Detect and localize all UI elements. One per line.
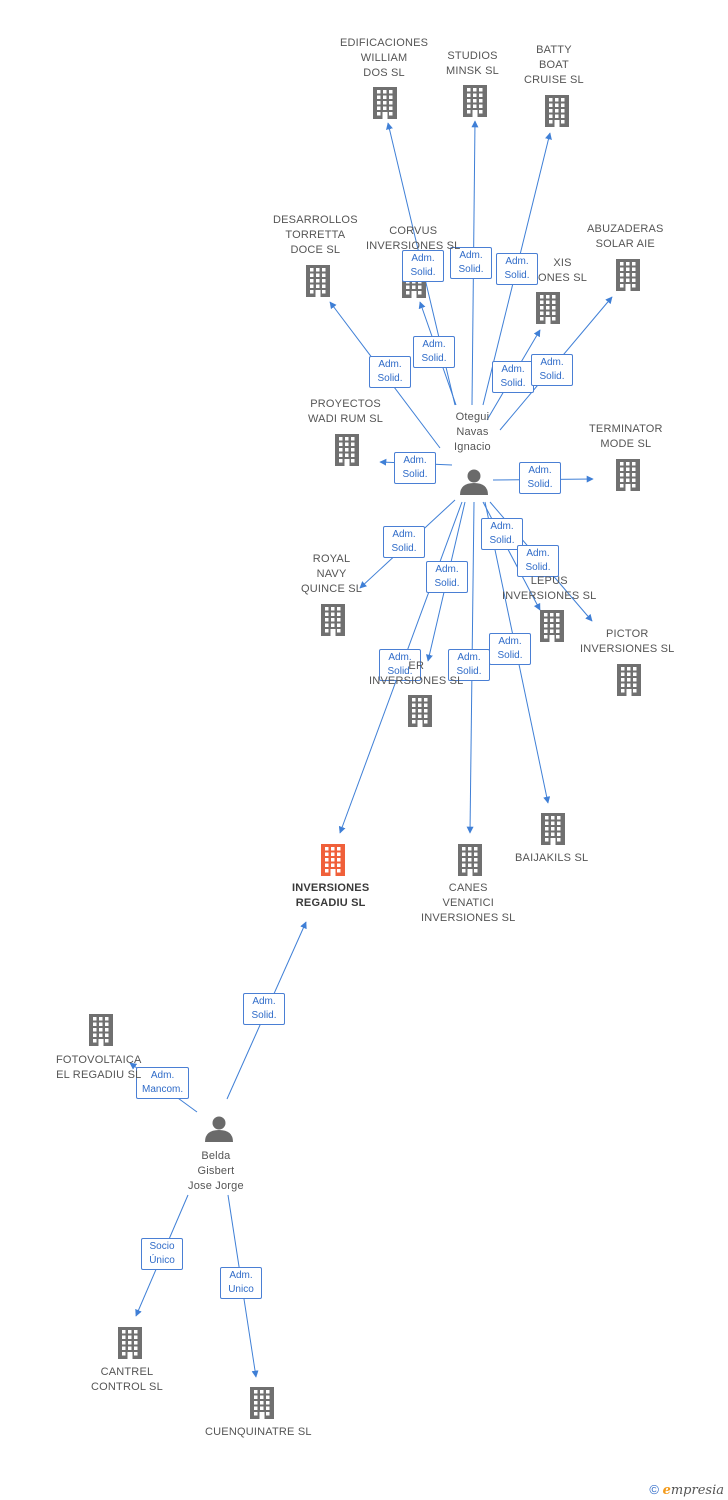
relation-label-terminator[interactable]: Adm. Solid. xyxy=(519,462,561,494)
relation-label-cuenquinatre[interactable]: Adm. Unico xyxy=(220,1267,262,1299)
person-label-otegui[interactable]: Otegui Navas Ignacio xyxy=(454,411,491,453)
relation-label-proyectos[interactable]: Adm. Solid. xyxy=(394,452,436,484)
company-label-terminator[interactable]: TERMINATOR MODE SL xyxy=(589,423,663,450)
relation-label-edificaciones[interactable]: Adm. Solid. xyxy=(402,250,444,282)
relation-label-inversiones_regadiu[interactable]: Adm. Solid. xyxy=(243,993,285,1025)
building-icon-lepus[interactable] xyxy=(540,610,564,642)
building-icon-desarrollos[interactable] xyxy=(306,265,330,297)
building-icon-royal[interactable] xyxy=(321,604,345,636)
company-label-batty[interactable]: BATTY BOAT CRUISE SL xyxy=(524,44,584,86)
icons-layer xyxy=(89,85,641,1419)
building-icon-proyectos[interactable] xyxy=(335,434,359,466)
relation-label-lepus[interactable]: Adm. Solid. xyxy=(481,518,523,550)
building-icon-fotovoltaica[interactable] xyxy=(89,1014,113,1046)
company-label-fotovoltaica[interactable]: FOTOVOLTAICA EL REGADIU SL xyxy=(56,1054,142,1081)
company-label-baijakils[interactable]: BAIJAKILS SL xyxy=(515,852,589,864)
person-icon-otegui[interactable] xyxy=(460,469,488,496)
brand-logo-e: e xyxy=(662,1483,671,1498)
company-label-pictor[interactable]: PICTOR INVERSIONES SL xyxy=(580,628,675,655)
building-icon-studios[interactable] xyxy=(463,85,487,117)
company-label-cantrel[interactable]: CANTREL CONTROL SL xyxy=(91,1366,163,1393)
company-label-axis[interactable]: XIS ONES SL xyxy=(538,257,588,284)
building-icon-abuzaderas[interactable] xyxy=(616,259,640,291)
building-icon-cuenquinatre[interactable] xyxy=(250,1387,274,1419)
company-label-canes[interactable]: CANES VENATICI INVERSIONES SL xyxy=(421,882,516,924)
company-label-abuzaderas[interactable]: ABUZADERAS SOLAR AIE xyxy=(587,223,664,250)
relation-label-canes[interactable]: Adm. Solid. xyxy=(448,649,490,681)
copyright-symbol: © xyxy=(649,1482,659,1497)
company-label-hidden[interactable]: ER INVERSIONES SL xyxy=(369,660,464,687)
company-label-proyectos[interactable]: PROYECTOS WADI RUM SL xyxy=(308,398,384,425)
relation-label-axis[interactable]: Adm. Solid. xyxy=(492,361,534,393)
company-label-edificaciones[interactable]: EDIFICACIONES WILLIAM DOS SL xyxy=(340,37,429,79)
relation-label-fotovoltaica[interactable]: Adm. Mancom. xyxy=(136,1067,190,1099)
person-icon-belda[interactable] xyxy=(205,1116,233,1143)
relation-label-pictor[interactable]: Adm. Solid. xyxy=(517,545,559,577)
building-icon-cantrel[interactable] xyxy=(118,1327,142,1359)
building-icon-axis[interactable] xyxy=(536,292,560,324)
company-label-corvus[interactable]: CORVUS INVERSIONES SL xyxy=(366,225,461,252)
relation-label-inversiones_regadiu[interactable]: Adm. Solid. xyxy=(379,649,421,681)
building-icon-pictor[interactable] xyxy=(617,664,641,696)
building-icon-baijakils[interactable] xyxy=(541,813,565,845)
building-icon-inversiones_regadiu[interactable] xyxy=(321,844,345,876)
company-label-cuenquinatre[interactable]: CUENQUINATRE SL xyxy=(205,1426,312,1438)
relation-label-baijakils[interactable]: Adm. Solid. xyxy=(489,633,531,665)
brand-logo-text: mpresia xyxy=(670,1483,724,1498)
building-icon-hidden[interactable] xyxy=(408,695,432,727)
company-label-lepus[interactable]: LEPUS INVERSIONES SL xyxy=(502,575,597,602)
relation-label-royal[interactable]: Adm. Solid. xyxy=(383,526,425,558)
company-label-inversiones_regadiu[interactable]: INVERSIONES REGADIU SL xyxy=(292,882,370,909)
building-icon-edificaciones[interactable] xyxy=(373,87,397,119)
building-icon-terminator[interactable] xyxy=(616,459,640,491)
relation-label-batty[interactable]: Adm. Solid. xyxy=(496,253,538,285)
person-label-belda[interactable]: Belda Gisbert Jose Jorge xyxy=(188,1150,244,1192)
relation-label-corvus[interactable]: Adm. Solid. xyxy=(413,336,455,368)
relation-label-cantrel[interactable]: Socio Único xyxy=(141,1238,183,1270)
company-label-royal[interactable]: ROYAL NAVY QUINCE SL xyxy=(301,553,363,595)
building-icon-canes[interactable] xyxy=(458,844,482,876)
relation-label-desarrollos[interactable]: Adm. Solid. xyxy=(369,356,411,388)
building-icon-batty[interactable] xyxy=(545,95,569,127)
company-label-studios[interactable]: STUDIOS MINSK SL xyxy=(446,50,499,77)
brand-footer[interactable]: © empresia xyxy=(649,1482,724,1498)
relation-label-studios[interactable]: Adm. Solid. xyxy=(450,247,492,279)
relation-label-abuzaderas[interactable]: Adm. Solid. xyxy=(531,354,573,386)
company-label-desarrollos[interactable]: DESARROLLOS TORRETTA DOCE SL xyxy=(273,214,358,256)
relation-label-hidden[interactable]: Adm. Solid. xyxy=(426,561,468,593)
